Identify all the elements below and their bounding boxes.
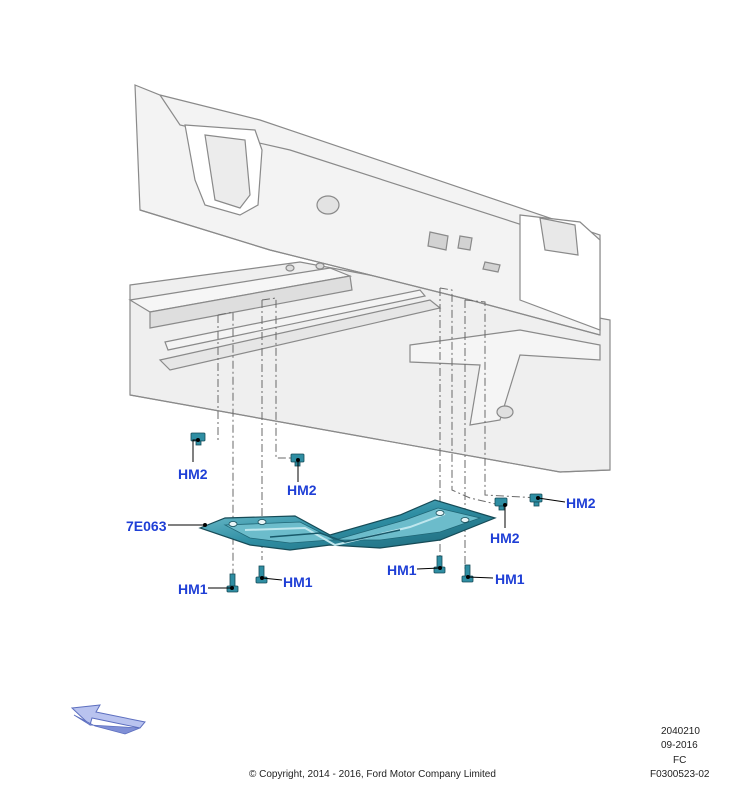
leader-dots <box>196 438 540 590</box>
callout-hm2-right-lower: HM2 <box>490 530 520 546</box>
callout-hm2-mid: HM2 <box>287 482 317 498</box>
bolt-hm1-b <box>255 565 268 584</box>
diagram-date: 09-2016 <box>661 740 698 751</box>
nut-hm2-right-upper <box>529 493 543 507</box>
callout-hm1-a: HM1 <box>178 581 208 597</box>
vehicle-frame <box>128 84 611 473</box>
callout-hm1-d: HM1 <box>495 571 525 587</box>
callout-hm2-right-upper: HM2 <box>566 495 596 511</box>
diagram-code: 2040210 <box>661 726 700 737</box>
front-direction-arrow-icon <box>70 704 146 735</box>
market-region: FC <box>673 755 687 766</box>
copyright-notice: © Copyright, 2014 - 2016, Ford Motor Com… <box>249 769 496 780</box>
callout-7e063: 7E063 <box>126 518 167 534</box>
callout-hm1-b: HM1 <box>283 574 313 590</box>
callout-hm1-c: HM1 <box>387 562 417 578</box>
bolt-hm1-c <box>433 555 446 574</box>
callout-hm2-left: HM2 <box>178 466 208 482</box>
figure-id: F0300523-02 <box>650 769 710 780</box>
bolt-hm1-d <box>461 564 474 583</box>
underbody-shield-7e063 <box>198 499 497 551</box>
